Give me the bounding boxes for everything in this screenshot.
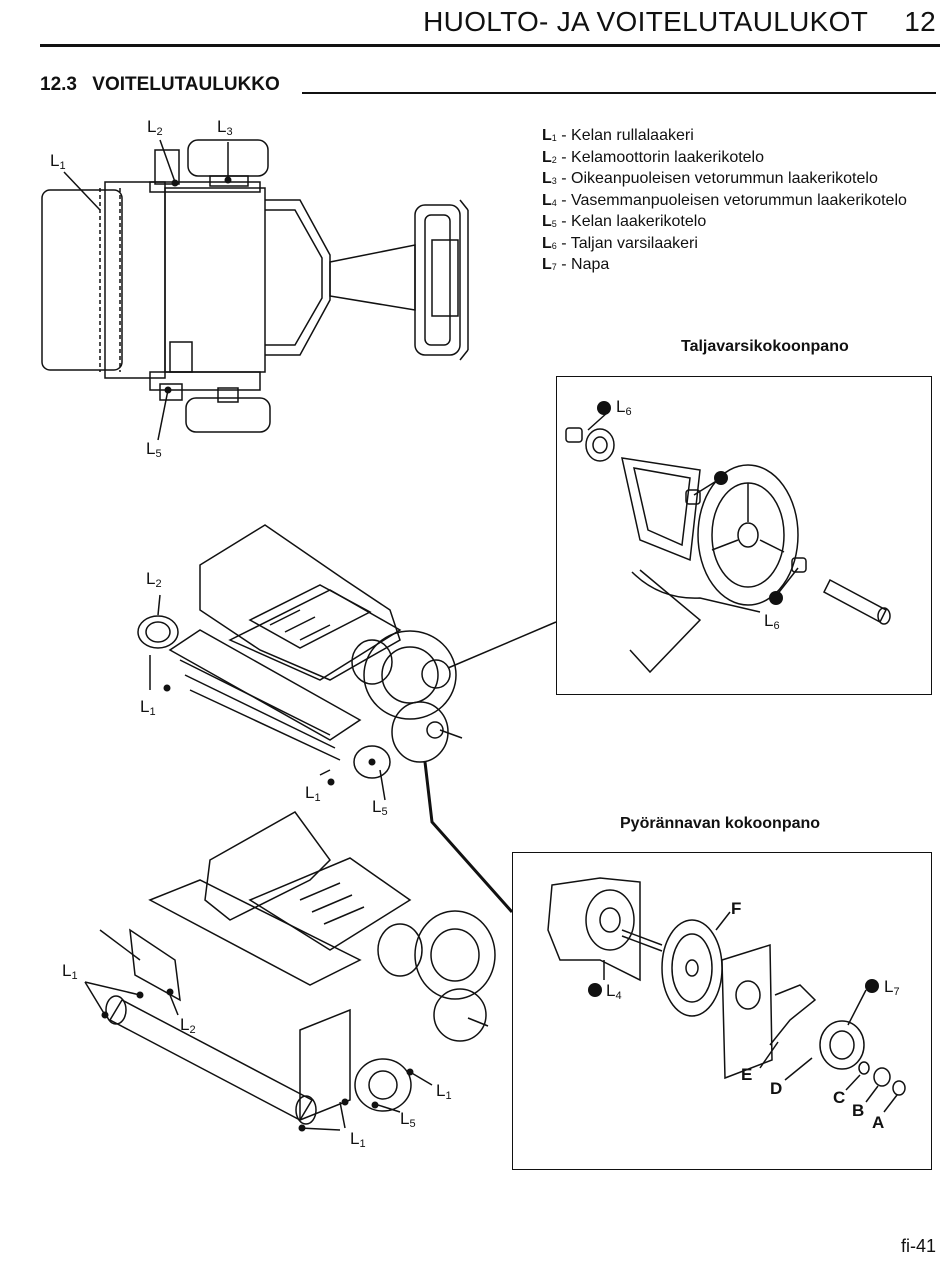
legend-item: L7 - Napa: [542, 256, 610, 273]
callout-labels: L1 L2 L3 L5 L2 L1 L1 L5 L1 L2 L1 L5 L1 L…: [50, 117, 900, 1150]
callout-l2: L2: [146, 569, 162, 590]
callout-l2: L2: [180, 1015, 196, 1036]
callout-l6: L6: [764, 611, 780, 632]
callout-b: B: [852, 1101, 864, 1120]
callout-l1: L1: [436, 1081, 452, 1102]
callout-l5: L5: [400, 1109, 416, 1130]
callout-l2: L2: [147, 117, 163, 138]
callout-l5: L5: [146, 439, 162, 460]
callout-l1: L1: [50, 151, 66, 172]
legend-item: L1 - Kelan rullalaakeri: [542, 127, 694, 144]
legend-item: L5 - Kelan laakerikotelo: [542, 213, 707, 230]
callout-l7: L7: [884, 977, 900, 998]
callout-a: A: [872, 1113, 884, 1132]
top-view-illustration: [41, 139, 469, 441]
callout-l1: L1: [305, 783, 321, 804]
section-number: 12.3: [40, 74, 77, 95]
header-rule: [40, 44, 940, 47]
callout-l4: L4: [606, 981, 622, 1002]
lubrication-legend: L1 - Kelan rullalaakeri L2 - Kelamoottor…: [542, 126, 907, 277]
page-header-title: HUOLTO- JA VOITELUTAULUKOT 12: [423, 6, 936, 38]
hub-inset-frame: [512, 852, 932, 1170]
callout-l1: L1: [140, 697, 156, 718]
callout-c: C: [833, 1088, 845, 1107]
legend-item: L4 - Vasemmanpuoleisen vetorummun laaker…: [542, 191, 907, 209]
callout-e: E: [741, 1065, 752, 1084]
section-title: VOITELUTAULUKKO: [92, 74, 280, 95]
legend-item: L3 - Oikeanpuoleisen vetorummun laakerik…: [542, 170, 878, 187]
legend-item: L2 - Kelamoottorin laakerikotelo: [542, 148, 765, 166]
legend-item: L6 - Taljan varsilaakeri: [542, 234, 698, 252]
section-rule: [302, 92, 936, 94]
callout-d: D: [770, 1079, 782, 1098]
pulley-inset-title: Taljavarsikokoonpano: [681, 338, 849, 355]
cutting-unit-illustration-lower: [84, 761, 514, 1131]
callout-f: F: [731, 899, 741, 918]
callout-l6: L6: [616, 397, 632, 418]
header-title-text: HUOLTO- JA VOITELUTAULUKOT: [423, 6, 869, 37]
section-heading: 12.3 VOITELUTAULUKKO: [40, 74, 280, 96]
callout-l1: L1: [350, 1129, 366, 1150]
hub-assembly-illustration: [547, 877, 906, 1113]
page-number: fi-41: [900, 1236, 936, 1256]
cutting-unit-illustration-upper: [137, 524, 557, 801]
chapter-number: 12: [904, 6, 936, 37]
grease-point-markers: [101, 176, 879, 1132]
pulley-inset-frame: [556, 376, 932, 695]
callout-l3: L3: [217, 117, 233, 138]
pulley-assembly-illustration: [565, 411, 891, 674]
hub-inset-title: Pyörännavan kokoonpano: [620, 815, 821, 832]
callout-l5: L5: [372, 797, 388, 818]
callout-l1: L1: [62, 961, 78, 982]
